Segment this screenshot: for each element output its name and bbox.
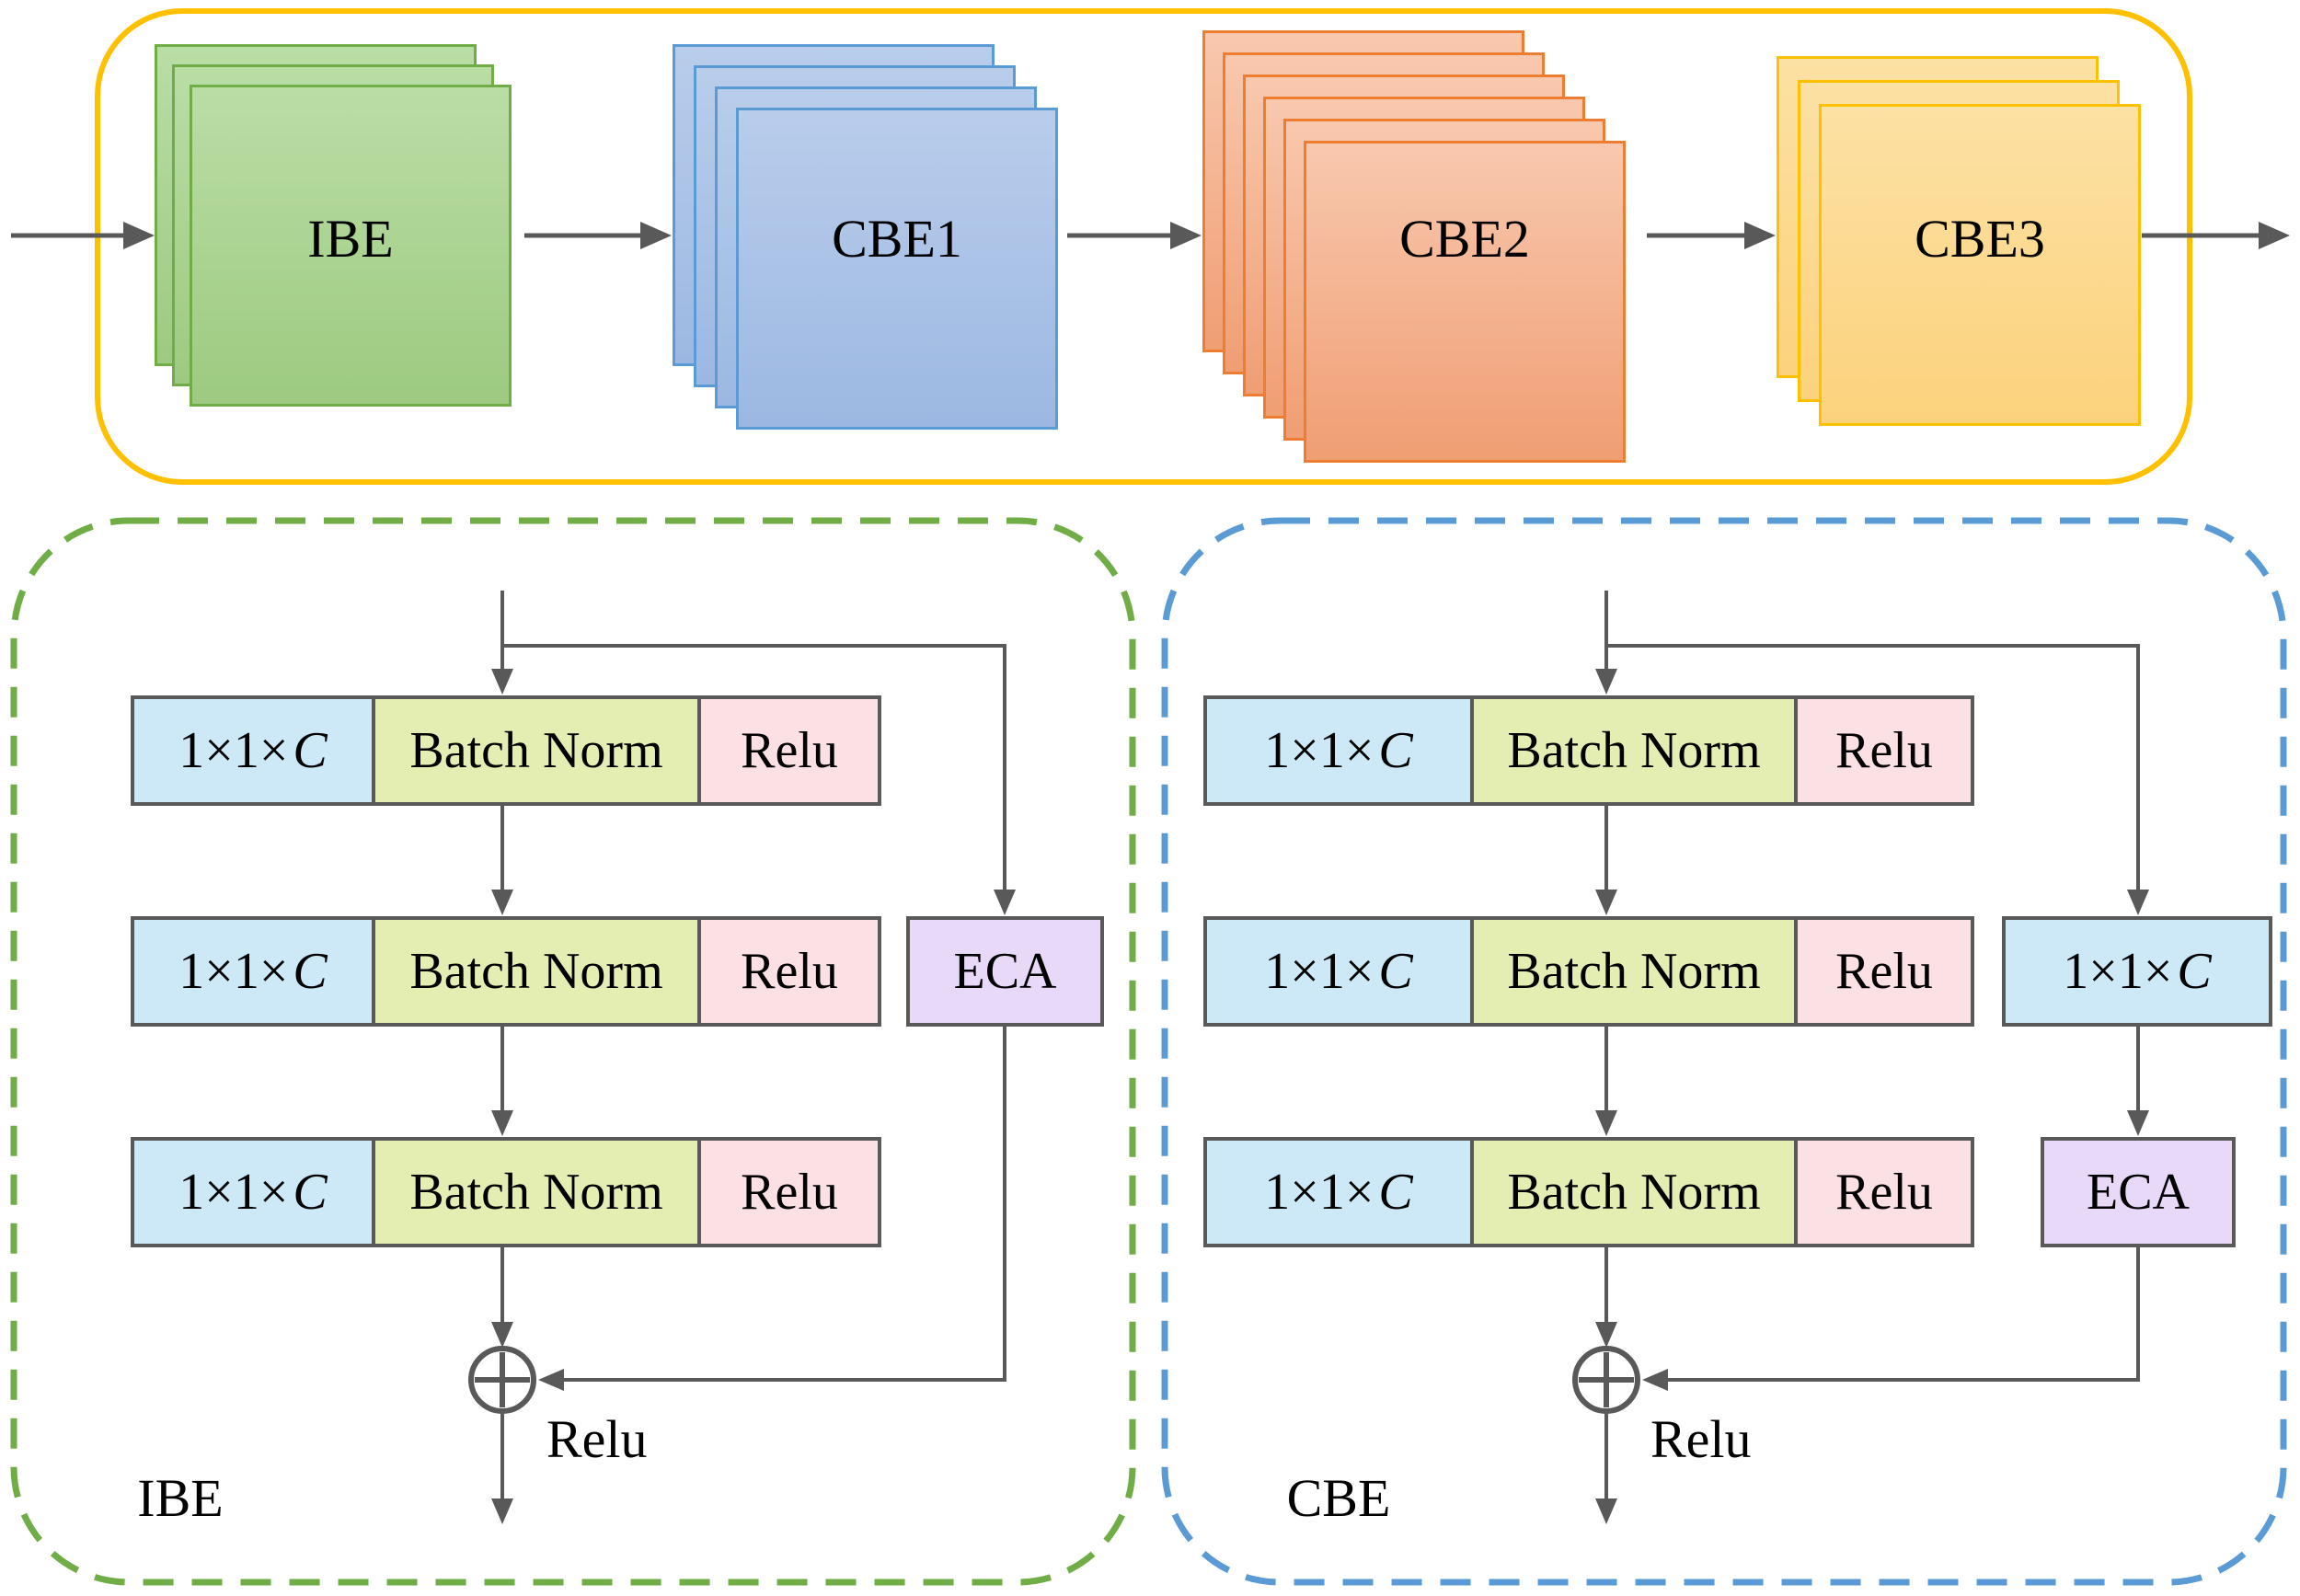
ibe-row-3: 1×1×C Batch Norm Relu (131, 1137, 881, 1247)
cbe-add-operator (1572, 1346, 1640, 1414)
conv-1x1xc-box: 1×1×C (134, 699, 372, 802)
ibe-detail-title: IBE (137, 1468, 224, 1528)
relu-box: Relu (697, 920, 878, 1023)
conv-label-prefix: 1×1× (178, 1164, 289, 1221)
ibe-eca-box: ECA (906, 916, 1104, 1027)
conv-label-prefix: 1×1× (2063, 943, 2173, 1000)
ibe-row-1: 1×1×C Batch Norm Relu (131, 695, 881, 806)
ibe-stage-label: IBE (307, 209, 394, 269)
conv-label-prefix: 1×1× (178, 943, 289, 1000)
batch-norm-box: Batch Norm (372, 920, 697, 1023)
relu-box: Relu (697, 1141, 878, 1244)
cbe-skip-branch-to-conv (1606, 644, 2149, 915)
conv-1x1xc-box: 1×1×C (1207, 699, 1470, 802)
cbe-row-2: 1×1×C Batch Norm Relu (1203, 916, 1974, 1027)
pipeline-container-border (95, 8, 2192, 485)
ibe-row-2: 1×1×C Batch Norm Relu (131, 916, 881, 1027)
cbe-output-relu-label: Relu (1650, 1409, 1752, 1469)
cbe2-stage-label: CBE2 (1399, 209, 1530, 269)
conv-1x1xc-box: 1×1×C (134, 920, 372, 1023)
conv-label-c: C (1378, 722, 1413, 779)
ibe-eca-to-add (538, 1027, 1006, 1391)
batch-norm-box: Batch Norm (372, 1141, 697, 1244)
conv-1x1xc-box: 1×1×C (1207, 1141, 1470, 1244)
ibe-add-operator (468, 1346, 536, 1414)
conv-label-c: C (293, 1164, 328, 1221)
relu-box: Relu (697, 699, 878, 802)
cbe-skip-conv-box: 1×1×C (2002, 916, 2272, 1027)
batch-norm-box: Batch Norm (1470, 1141, 1794, 1244)
conv-label-c: C (2177, 943, 2212, 1000)
relu-box: Relu (1794, 699, 1971, 802)
feature-map-card (1819, 104, 2141, 426)
conv-1x1xc-box: 1×1×C (134, 1141, 372, 1244)
conv-label-prefix: 1×1× (1264, 1164, 1374, 1221)
relu-box: Relu (1794, 1141, 1971, 1244)
relu-box: Relu (1794, 920, 1971, 1023)
conv-label-c: C (293, 943, 328, 1000)
conv-1x1xc-box: 1×1×C (1207, 920, 1470, 1023)
cbe3-stage-label: CBE3 (1915, 209, 2045, 269)
ibe-detail-border (10, 517, 1136, 1586)
conv-label-prefix: 1×1× (178, 722, 289, 779)
conv-label-c: C (1378, 1164, 1413, 1221)
cbe-detail-title: CBE (1286, 1468, 1391, 1528)
ibe-output-relu-label: Relu (546, 1409, 648, 1469)
cbe-row-1: 1×1×C Batch Norm Relu (1203, 695, 1974, 806)
cbe-eca-to-add (1642, 1247, 2140, 1391)
ibe-skip-branch-to-eca (502, 644, 1016, 915)
feature-map-card (190, 85, 512, 407)
feature-map-card (1304, 141, 1626, 463)
conv-label-prefix: 1×1× (1264, 722, 1374, 779)
batch-norm-box: Batch Norm (1470, 699, 1794, 802)
cbe1-stage-label: CBE1 (832, 209, 962, 269)
conv-label-c: C (1378, 943, 1413, 1000)
cbe-detail-border (1161, 517, 2287, 1586)
feature-map-card (736, 108, 1058, 430)
conv-label-prefix: 1×1× (1264, 943, 1374, 1000)
batch-norm-box: Batch Norm (1470, 920, 1794, 1023)
conv-label-c: C (293, 722, 328, 779)
batch-norm-box: Batch Norm (372, 699, 697, 802)
cbe-eca-box: ECA (2041, 1137, 2236, 1247)
cbe-row-3: 1×1×C Batch Norm Relu (1203, 1137, 1974, 1247)
